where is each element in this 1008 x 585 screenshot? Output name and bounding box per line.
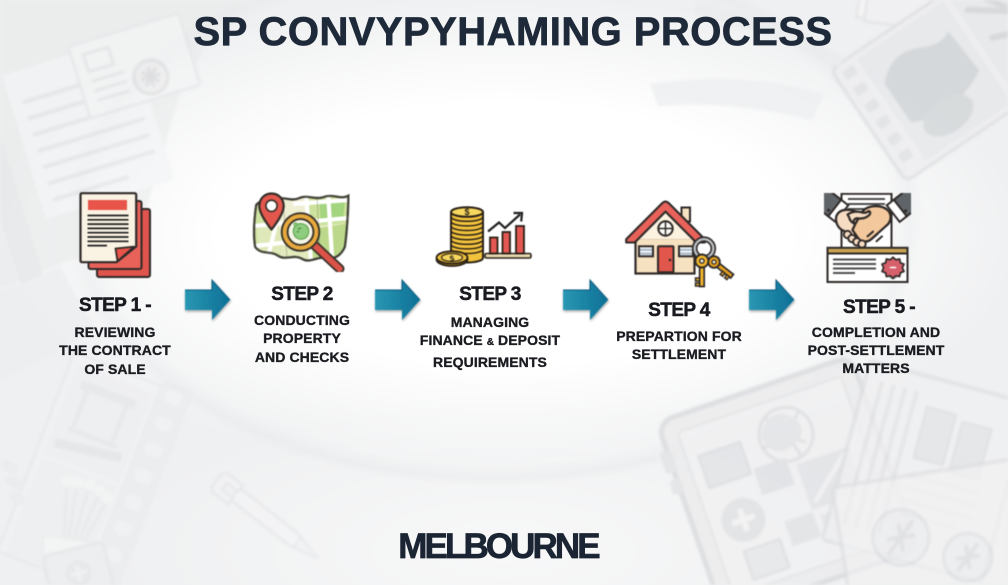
svg-text:$: $ [449,253,456,263]
svg-text:$: $ [464,207,469,217]
